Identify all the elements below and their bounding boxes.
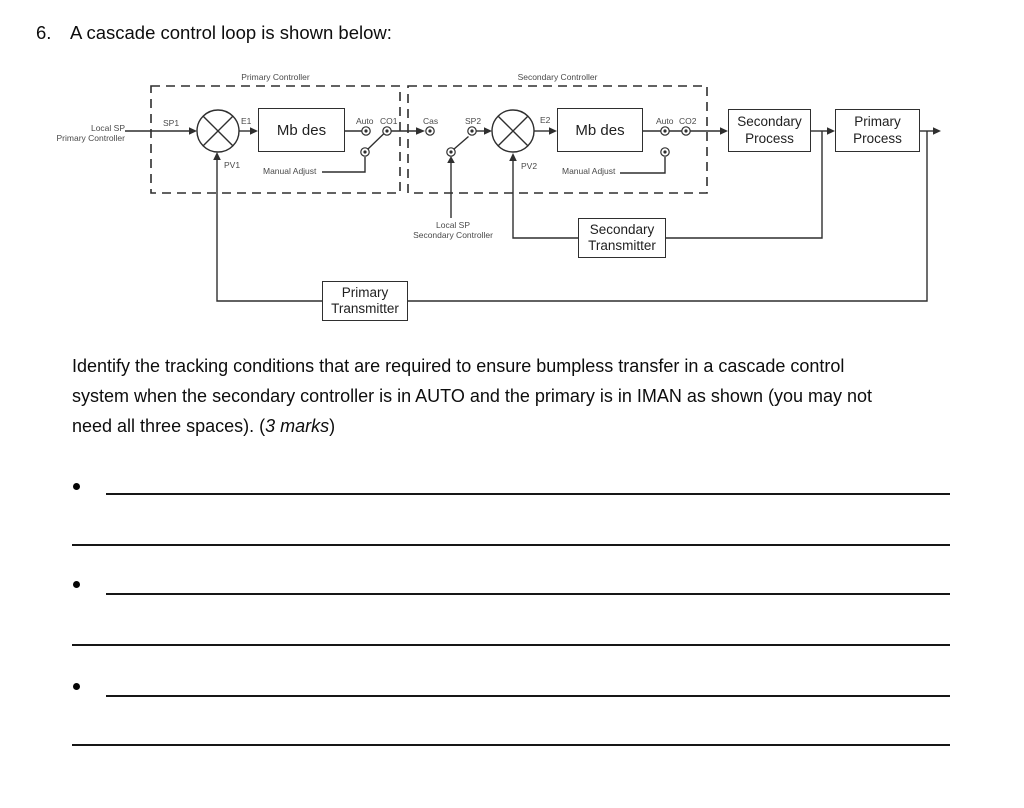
question-line-3: need all three spaces). (3 marks) <box>72 411 872 441</box>
answer-line-full-2 <box>72 644 950 646</box>
block-primary-transmitter: Primary Transmitter <box>322 281 408 321</box>
answer-line-short-3 <box>106 695 950 697</box>
secondary-controller-dashed-box <box>407 85 708 194</box>
block-primary-process: Primary Process <box>835 109 920 152</box>
primary-controller-dashed-box <box>150 85 401 194</box>
label-local-sp-secondary: Local SP Secondary Controller <box>403 220 503 240</box>
label-sp2: SP2 <box>465 116 482 126</box>
switch-arm-secondary-sp <box>453 135 469 151</box>
answer-line-full-3 <box>72 744 950 746</box>
label-secondary-controller-title: Secondary Controller <box>517 72 598 82</box>
label-primary-controller-title: Primary Controller <box>241 72 310 82</box>
label-pv2: PV2 <box>521 161 538 171</box>
label-co1: CO1 <box>380 116 398 126</box>
label-local-sp-primary-line1: Local SP <box>90 123 125 133</box>
label-cas: Cas <box>423 116 439 126</box>
switch-arm-primary <box>367 133 384 150</box>
manual-adjust2-wire <box>620 157 666 174</box>
label-manual-adjust-primary: Manual Adjust <box>263 166 317 176</box>
secondary-feedback-line <box>512 131 823 239</box>
primary-feedback-line <box>216 131 928 302</box>
label-e2: E2 <box>540 115 551 125</box>
label-pv1: PV1 <box>224 160 241 170</box>
label-auto2: Auto <box>656 116 674 126</box>
answer-line-short-1 <box>106 493 950 495</box>
block-secondary-process: Secondary Process <box>728 109 811 152</box>
label-local-sp-secondary-line1: Local SP <box>435 220 471 230</box>
question-line-1: Identify the tracking conditions that ar… <box>72 356 845 376</box>
primary-summing-junction <box>196 109 240 153</box>
answer-bullet-3 <box>73 683 80 690</box>
label-local-sp-primary-line2: Primary Controller <box>56 132 126 143</box>
switch-contacts <box>360 126 691 157</box>
label-local-sp-primary: Local SP Primary Controller <box>30 123 126 143</box>
block-mb-des-primary: Mb des <box>258 108 345 152</box>
block-mb-des-secondary: Mb des <box>557 108 643 152</box>
answer-line-full-1 <box>72 544 950 546</box>
label-e1: E1 <box>241 116 252 126</box>
label-manual-adjust-secondary: Manual Adjust <box>562 166 616 176</box>
label-co2: CO2 <box>679 116 697 126</box>
question-heading: A cascade control loop is shown below: <box>70 22 392 43</box>
cascade-control-diagram <box>125 85 941 302</box>
question-marks-italic: 3 marks <box>265 416 330 436</box>
question-line-3-close: ) <box>329 416 336 436</box>
question-text: Identify the tracking conditions that ar… <box>72 351 872 441</box>
block-secondary-transmitter: Secondary Transmitter <box>578 218 666 258</box>
answer-line-short-2 <box>106 593 950 595</box>
question-number: 6. <box>36 22 52 43</box>
question-line-2: system when the secondary controller is … <box>72 386 872 406</box>
label-sp1: SP1 <box>163 118 180 128</box>
label-auto1: Auto <box>356 116 374 126</box>
answer-bullet-2 <box>73 581 80 588</box>
label-local-sp-secondary-line2: Secondary Controller <box>413 229 493 240</box>
answer-bullet-1 <box>73 483 80 490</box>
manual-adjust1-wire <box>322 157 366 173</box>
question-line-3-text: need all three spaces). ( <box>72 416 266 436</box>
secondary-summing-junction <box>491 109 535 153</box>
